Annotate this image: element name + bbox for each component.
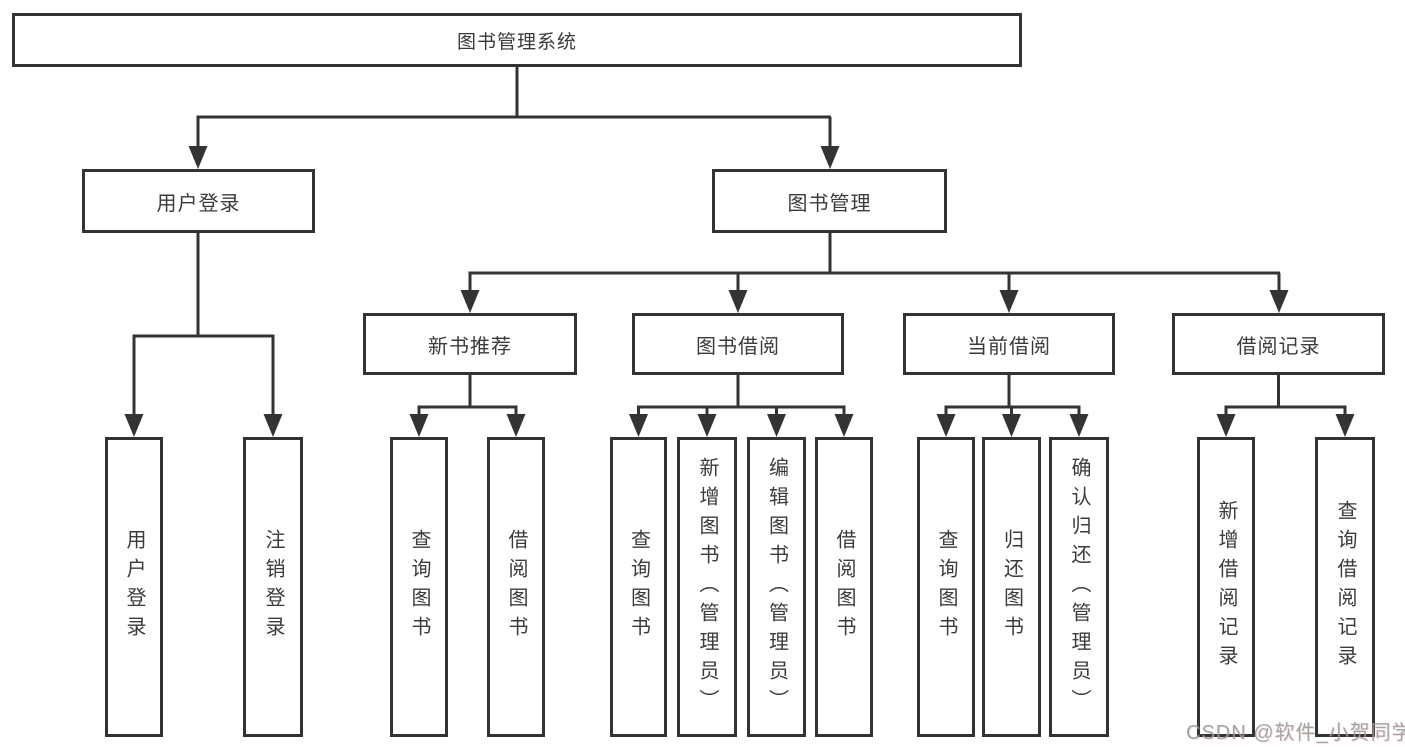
node-label: 借阅记录 xyxy=(1236,335,1321,358)
arrowhead-icon xyxy=(834,414,854,437)
arrowhead-icon xyxy=(820,146,840,169)
node-label: 借阅图书 xyxy=(505,529,527,645)
arrowhead-icon xyxy=(1269,290,1289,313)
node-label: 注销登录 xyxy=(262,529,284,645)
node-label: 当前借阅 xyxy=(967,335,1051,358)
leaf-query-books-2: 查询图书 xyxy=(610,437,667,737)
node-label: 归还图书 xyxy=(1000,529,1023,645)
leaf-logout: 注销登录 xyxy=(243,437,303,737)
arrowhead-icon xyxy=(999,290,1019,313)
node-label: 查询图书 xyxy=(408,529,430,645)
node-borrow-records: 借阅记录 xyxy=(1172,313,1385,375)
leaf-borrow-books-2: 借阅图书 xyxy=(815,437,873,737)
leaf-user-login: 用户登录 xyxy=(105,437,163,737)
arrowhead-icon xyxy=(409,414,429,437)
node-label: 确认归还（管理员） xyxy=(1068,456,1090,718)
watermark: CSDN @软件_小贺同学 xyxy=(1186,722,1405,744)
leaf-confirm-return-admin: 确认归还（管理员） xyxy=(1049,437,1109,737)
node-label: 用户登录 xyxy=(156,192,241,215)
leaf-edit-books-admin: 编辑图书（管理员） xyxy=(747,437,806,737)
arrowhead-icon xyxy=(506,414,526,437)
arrowhead-icon xyxy=(263,414,283,437)
node-book-borrow: 图书借阅 xyxy=(632,313,844,375)
arrowhead-icon xyxy=(767,414,786,437)
leaf-query-borrow-record: 查询借阅记录 xyxy=(1315,437,1375,737)
node-label: 新增图书（管理员） xyxy=(696,456,718,718)
arrowhead-icon xyxy=(1069,414,1089,437)
node-label: 借阅图书 xyxy=(833,529,855,645)
leaf-return-books: 归还图书 xyxy=(982,437,1041,737)
arrowhead-icon xyxy=(936,414,956,437)
arrowhead-icon xyxy=(629,414,648,437)
leaf-borrow-books-1: 借阅图书 xyxy=(487,437,545,737)
node-user-login: 用户登录 xyxy=(82,169,315,233)
arrowhead-icon xyxy=(1002,414,1021,437)
arrowhead-icon xyxy=(188,146,208,169)
node-label: 用户登录 xyxy=(123,529,145,645)
node-label: 图书管理 xyxy=(787,192,872,215)
node-label: 查询图书 xyxy=(935,529,957,645)
node-label: 图书管理系统 xyxy=(456,31,577,53)
node-label: 编辑图书（管理员） xyxy=(765,456,788,718)
leaf-add-borrow-record: 新增借阅记录 xyxy=(1197,437,1255,737)
arrowhead-icon xyxy=(460,290,480,313)
node-root: 图书管理系统 xyxy=(12,13,1022,67)
node-label: 新增借阅记录 xyxy=(1215,500,1237,674)
node-label: 查询借阅记录 xyxy=(1334,500,1356,674)
node-label: 新书推荐 xyxy=(428,335,512,358)
leaf-query-books-1: 查询图书 xyxy=(390,437,448,737)
node-book-mgmt: 图书管理 xyxy=(712,169,947,233)
node-new-books: 新书推荐 xyxy=(363,313,577,375)
node-label: 图书借阅 xyxy=(696,335,780,358)
arrowhead-icon xyxy=(697,414,717,437)
leaf-add-books-admin: 新增图书（管理员） xyxy=(677,437,737,737)
node-current-borrow: 当前借阅 xyxy=(903,313,1115,375)
arrowhead-icon xyxy=(1335,414,1355,437)
leaf-query-books-3: 查询图书 xyxy=(917,437,975,737)
arrowhead-icon xyxy=(728,290,748,313)
arrowhead-icon xyxy=(1216,414,1236,437)
arrowhead-icon xyxy=(124,414,144,437)
node-label: 查询图书 xyxy=(627,529,650,645)
